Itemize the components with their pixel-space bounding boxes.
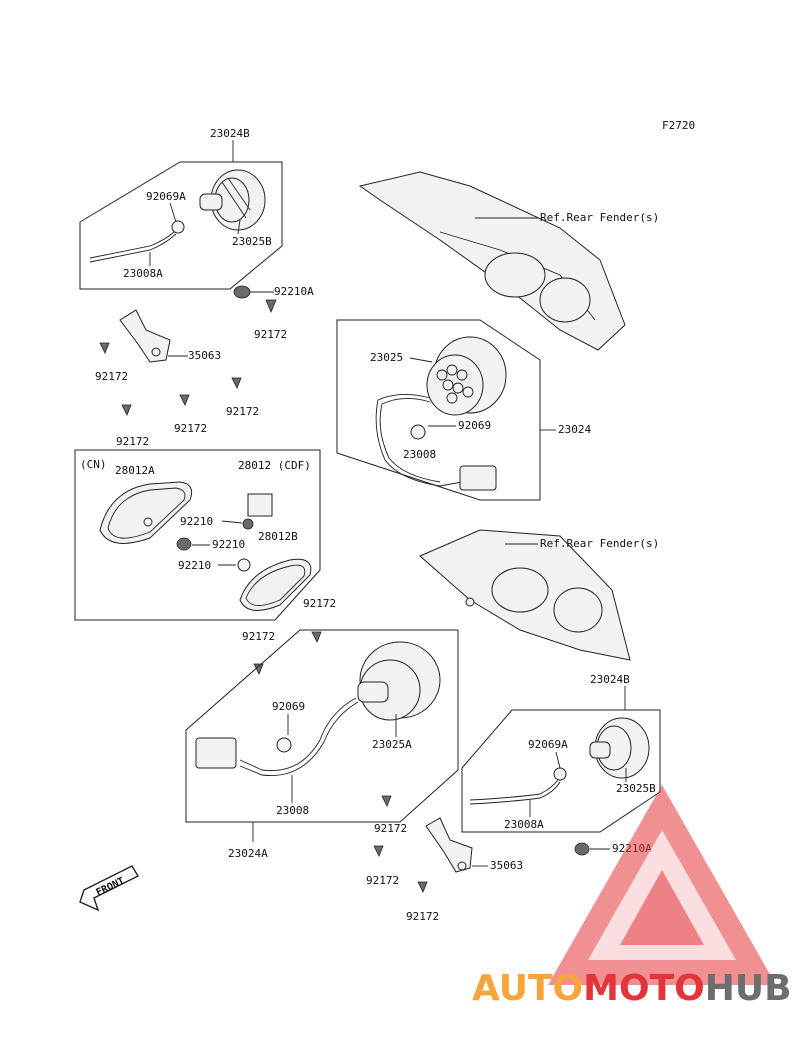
svg-text:28012A: 28012A: [115, 464, 155, 477]
wire-harness-icon: [239, 697, 357, 772]
bulb-icon: [171, 220, 185, 234]
turn-signal-lamp-icon: [357, 641, 441, 721]
rear-fender-bottom: Ref.Rear Fender(s): [419, 529, 659, 661]
assembly-23024B-bottom: 23024B 92069A 23025B 23008A: [461, 673, 661, 833]
screw-92172-g: 92172: [242, 630, 275, 675]
svg-text:92172: 92172: [95, 370, 128, 383]
wire-harness-icon: [89, 231, 175, 259]
screw-92172-h: 92172: [374, 795, 407, 835]
wire-harness-icon: [375, 394, 463, 487]
svg-text:92172: 92172: [254, 328, 287, 341]
svg-text:23008: 23008: [276, 804, 309, 817]
reflector-28012A-icon: [99, 481, 193, 544]
svg-text:92210: 92210: [178, 559, 211, 572]
svg-text:23025: 23025: [370, 351, 403, 364]
watermark-text: AUTOMOTOHUB: [472, 968, 792, 1009]
svg-text:92172: 92172: [242, 630, 275, 643]
label-23025B-top: 23025B: [232, 235, 272, 248]
bulb-icon: [410, 424, 426, 440]
svg-text:92210: 92210: [180, 515, 213, 528]
svg-text:92069A: 92069A: [528, 738, 568, 751]
svg-text:92172: 92172: [116, 435, 149, 448]
nut-92210A-top: 92210A: [233, 285, 314, 299]
label-23024B-top: 23024B: [210, 127, 250, 140]
turn-signal-lamp-icon: [199, 169, 266, 231]
svg-text:23008A: 23008A: [504, 818, 544, 831]
figure-id: F2720: [662, 119, 695, 132]
svg-text:23025A: 23025A: [372, 738, 412, 751]
svg-text:92172: 92172: [303, 597, 336, 610]
watermark-logo: AUTOMOTOHUB: [472, 785, 792, 1009]
label-23008A-top: 23008A: [123, 267, 163, 280]
svg-text:92172: 92172: [374, 822, 407, 835]
svg-text:28012B: 28012B: [258, 530, 298, 543]
bulb-icon: [553, 767, 567, 781]
svg-text:35063: 35063: [188, 349, 221, 362]
connector-icon: [195, 737, 237, 769]
label-ref-rear-fender-2: Ref.Rear Fender(s): [540, 537, 659, 550]
svg-text:92069: 92069: [272, 700, 305, 713]
connector-icon: [459, 465, 497, 491]
screw-92172-i: 92172: [366, 845, 399, 887]
screw-92172-j: 92172: [406, 881, 439, 923]
svg-text:92172: 92172: [406, 910, 439, 923]
bracket-35063-top: 35063: [119, 309, 221, 363]
label-ref-rear-fender-1: Ref.Rear Fender(s): [540, 211, 659, 224]
svg-text:28012 (CDF): 28012 (CDF): [238, 459, 311, 472]
assembly-23024: 23024 23025 92069 23008: [336, 319, 591, 501]
svg-text:92069: 92069: [458, 419, 491, 432]
rear-fender-top: Ref.Rear Fender(s): [358, 171, 659, 351]
front-direction-arrow-icon: FRONT: [79, 865, 139, 912]
reflector-box: (CN) 28012A 28012 (CDF) 92210 92210 2801…: [74, 449, 321, 621]
svg-text:(CN): (CN): [80, 458, 107, 471]
reflector-28012-cdf-icon: [247, 493, 273, 517]
svg-text:23008: 23008: [403, 448, 436, 461]
svg-text:23024A: 23024A: [228, 847, 268, 860]
svg-text:23024: 23024: [558, 423, 591, 436]
svg-text:92210: 92210: [212, 538, 245, 551]
screw-92172-b: 92172: [95, 342, 128, 383]
svg-text:92172: 92172: [226, 405, 259, 418]
svg-text:92172: 92172: [174, 422, 207, 435]
reflector-28012B-icon: [239, 558, 312, 611]
bracket-35063-bottom: 35063: [425, 817, 523, 873]
turn-signal-lamp-icon: [589, 717, 650, 779]
screw-92172-c: 92172: [226, 377, 259, 418]
svg-text:92210A: 92210A: [274, 285, 314, 298]
wire-harness-icon: [469, 779, 559, 801]
bulb-icon: [276, 737, 292, 753]
turn-signal-lamp-icon: [426, 336, 507, 416]
screw-92172-e: 92172: [116, 404, 149, 448]
label-92069A-top: 92069A: [146, 190, 186, 203]
screw-92172-d: 92172: [174, 394, 207, 435]
screw-92172-f: 92172: [303, 597, 336, 643]
svg-text:92172: 92172: [366, 874, 399, 887]
svg-text:23024B: 23024B: [590, 673, 630, 686]
svg-text:35063: 35063: [490, 859, 523, 872]
screw-92172-a: 92172: [254, 299, 287, 341]
assembly-23024A: 23024A 23025A 92069 23008: [185, 629, 459, 860]
svg-text:23025B: 23025B: [616, 782, 656, 795]
assembly-23024B-top: 23024B 92069A 23025B 23008A: [79, 127, 283, 290]
